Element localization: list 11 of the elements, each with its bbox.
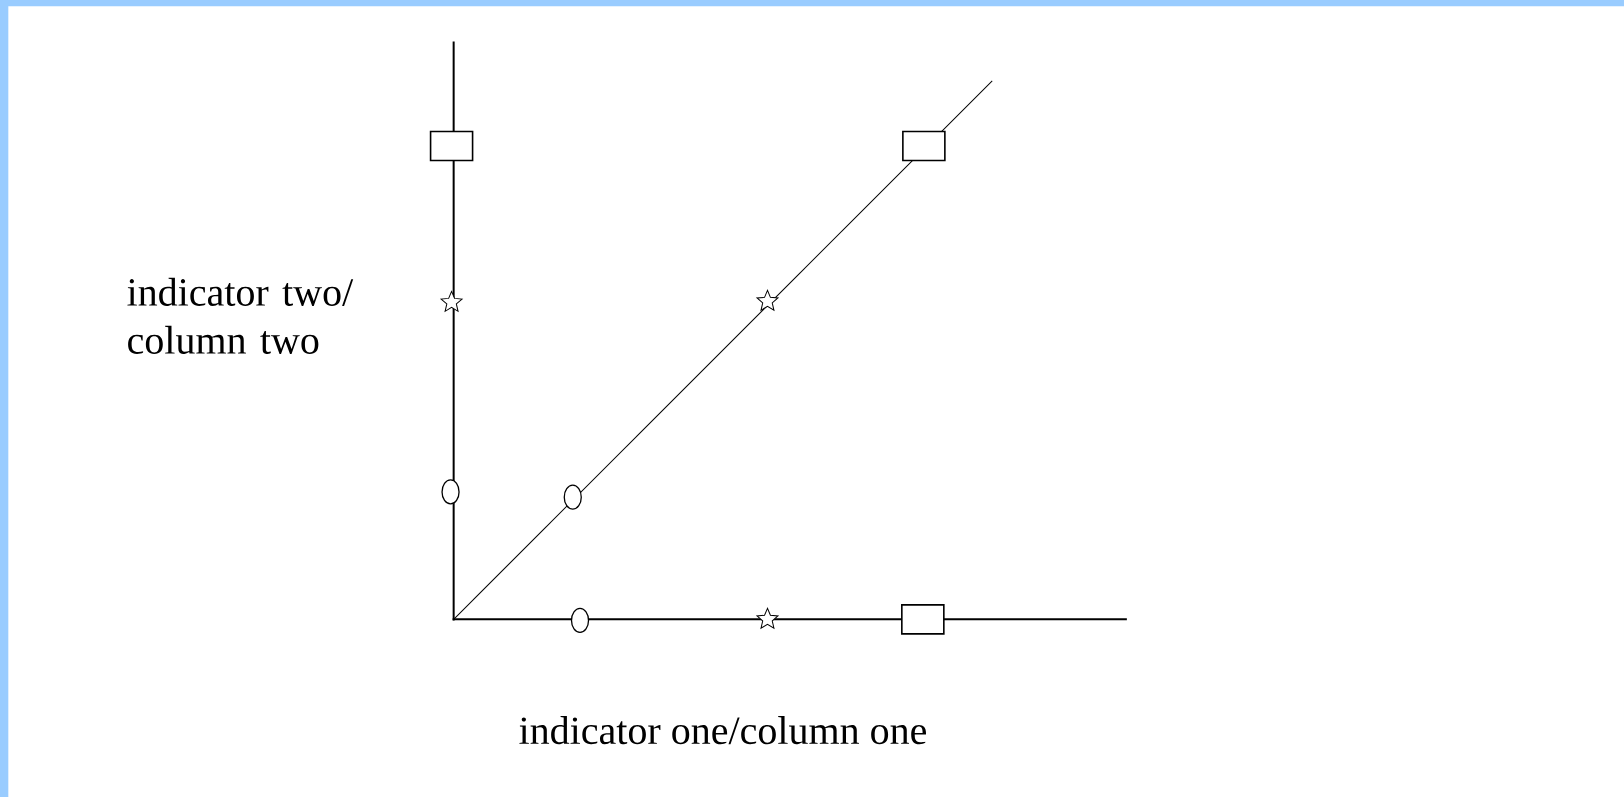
rectangle-marker: [429, 130, 474, 162]
axis-label: indicator one/column one: [519, 715, 926, 744]
rectangle-marker: [901, 603, 945, 635]
star-marker: [756, 289, 779, 311]
star-marker: [440, 290, 463, 312]
ellipse-marker: [563, 484, 582, 510]
rectangle-marker: [902, 130, 946, 162]
axis-label: indicator two/ column two: [127, 277, 354, 354]
star-marker: [756, 607, 779, 629]
ellipse-marker: [441, 479, 460, 505]
ellipse-marker: [570, 607, 590, 633]
